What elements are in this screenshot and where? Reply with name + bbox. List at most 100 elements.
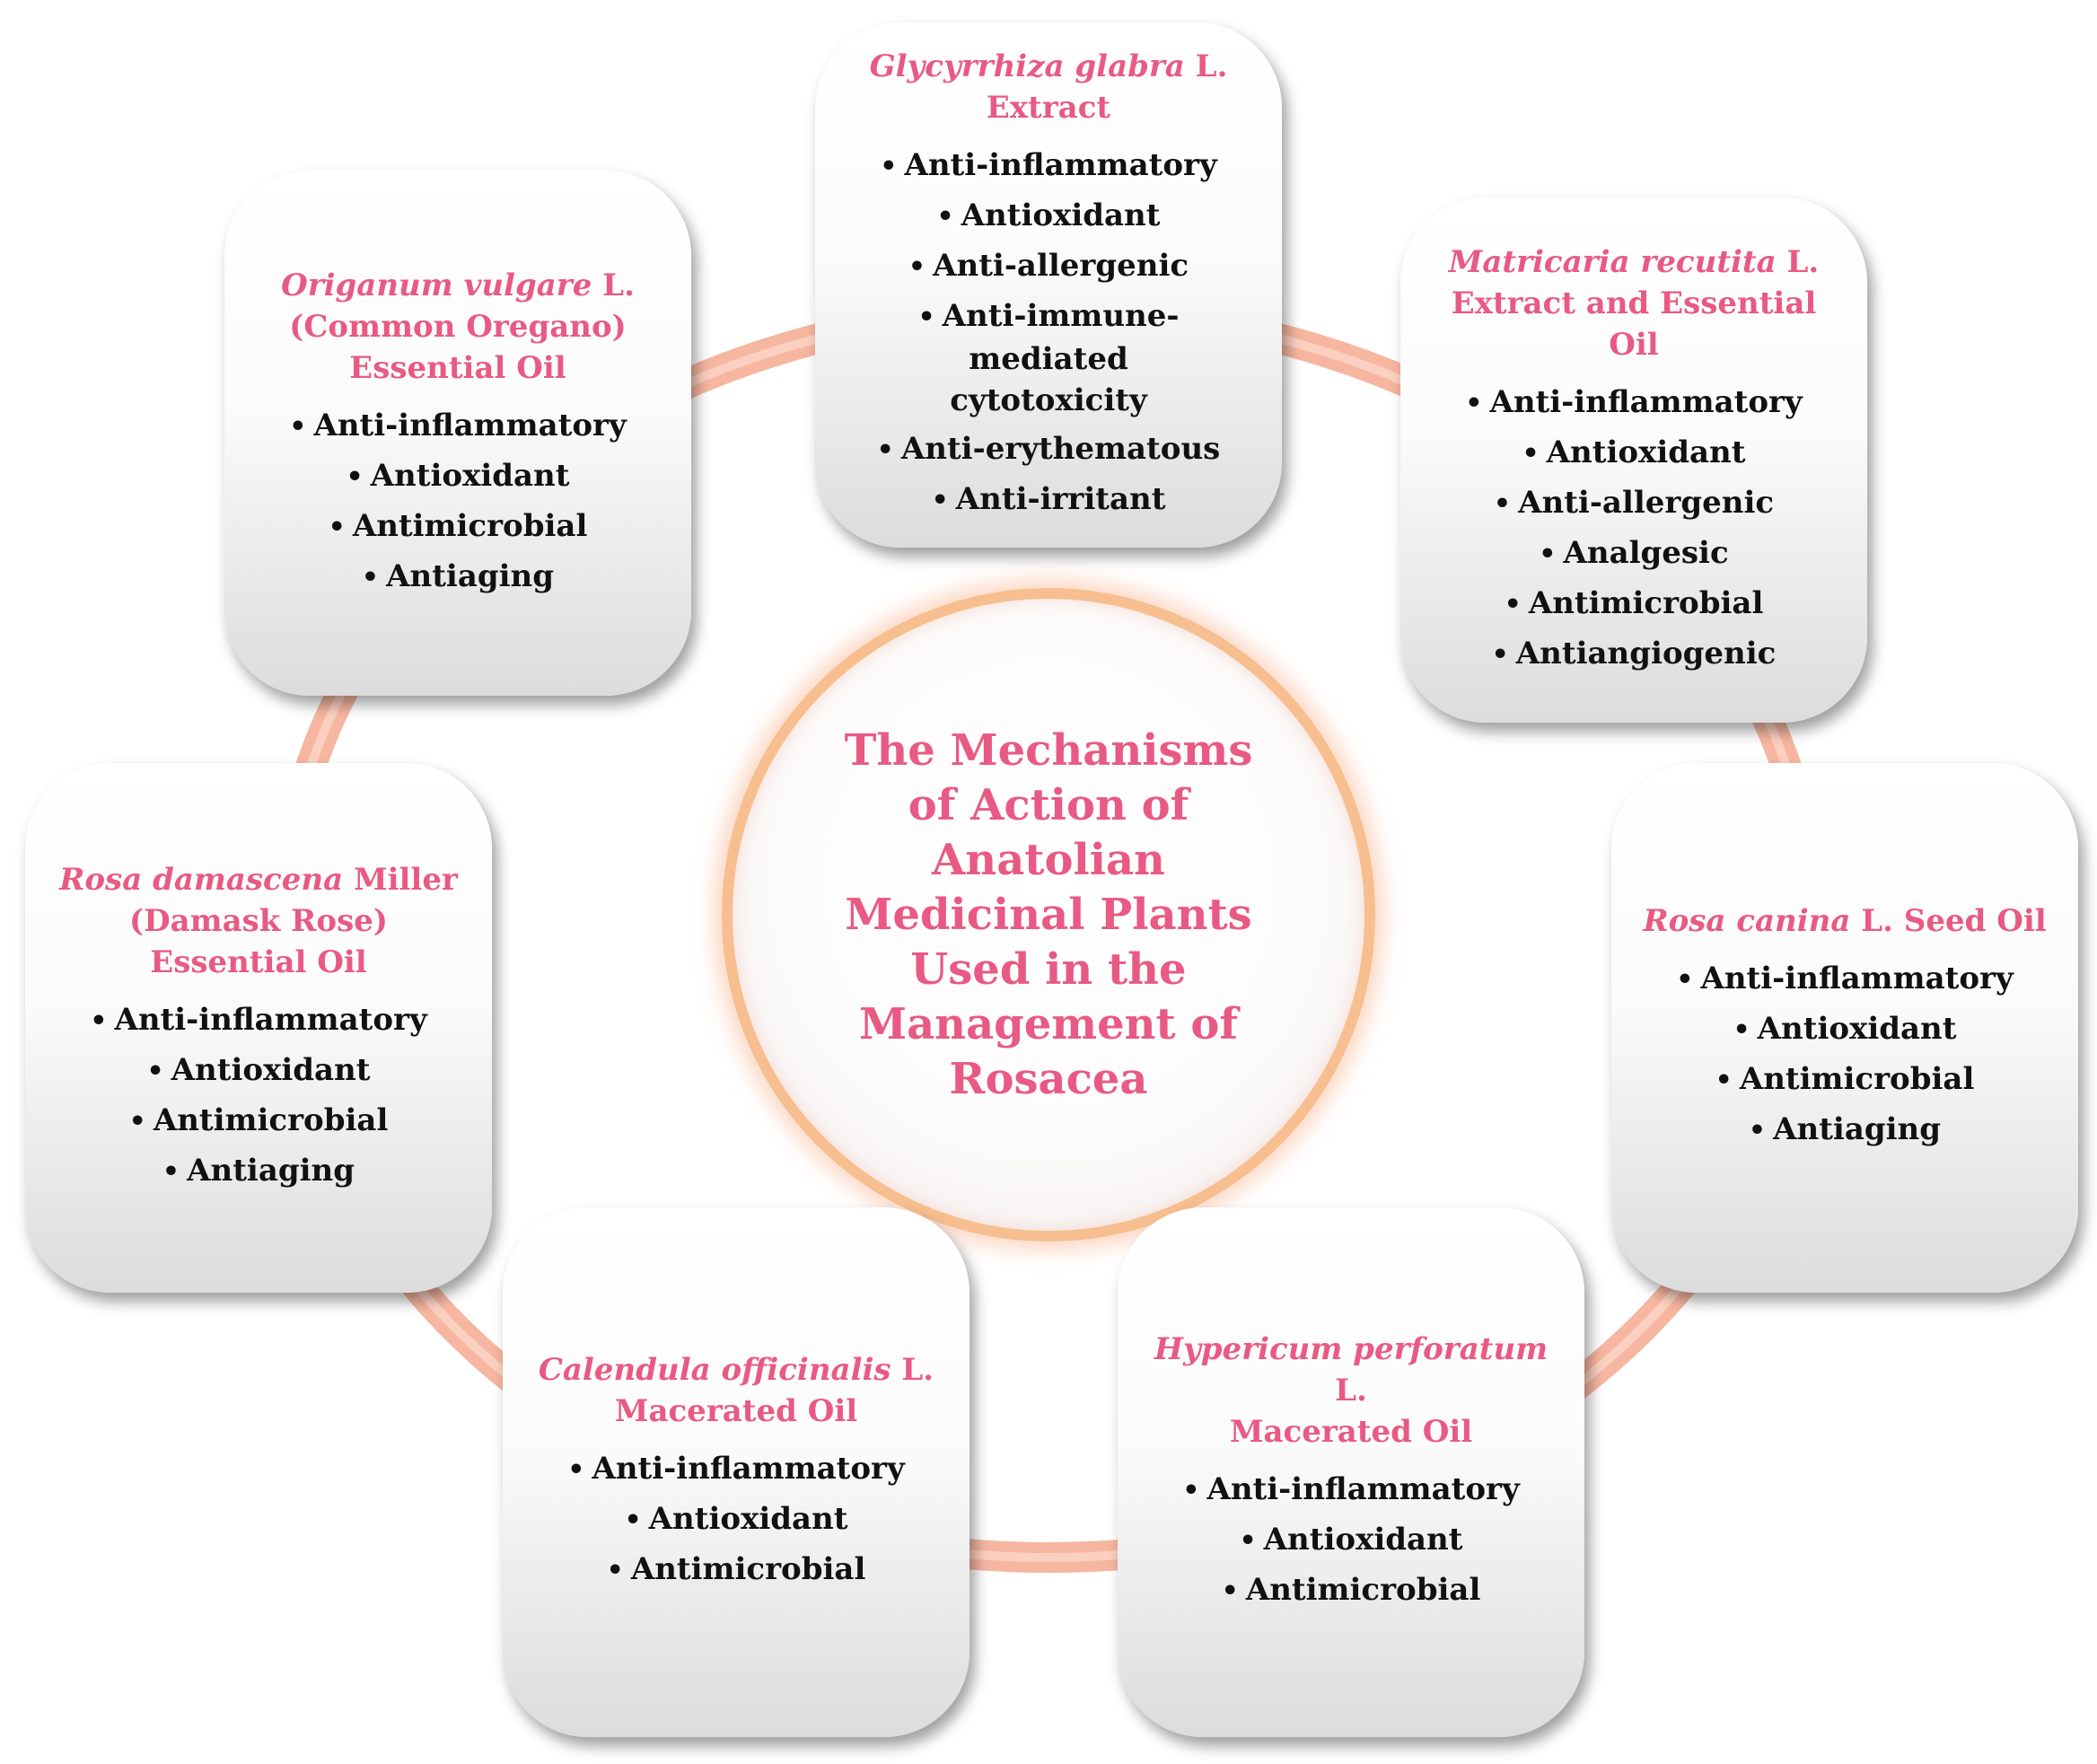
bullet-icon: • — [1465, 387, 1483, 419]
preparation: Extract — [986, 89, 1111, 126]
card-title: Calendula officinalis L. Macerated Oil — [539, 1349, 934, 1432]
bullet-icon: • — [289, 410, 307, 443]
bullet-icon: • — [146, 1056, 164, 1087]
latin-name: Matricaria recutita — [1448, 243, 1777, 280]
center-circle: The Mechanisms of Action of Anatolian Me… — [722, 588, 1375, 1242]
list-item: •Anti-inflammatory — [289, 407, 627, 443]
list-item: •Antimicrobial — [328, 507, 588, 544]
bullet-icon: • — [1733, 1014, 1750, 1046]
card-title: Rosa canina L. Seed Oil — [1643, 900, 2046, 942]
bullet-icon: • — [128, 1106, 146, 1137]
bullet-icon: • — [1748, 1115, 1767, 1146]
list-item: •Analgesic — [1539, 534, 1729, 571]
latin-name: Origanum vulgare — [281, 267, 592, 303]
list-item: •Anti-inflammatory — [90, 1002, 427, 1038]
bullet-icon: • — [880, 150, 898, 182]
card-origanum-vulgare: Origanum vulgare L. (Common Oregano) Ess… — [224, 171, 691, 696]
latin-name: Hypericum perforatum — [1154, 1331, 1549, 1367]
list-item: •Anti-erythematous — [876, 430, 1221, 467]
bullet-icon: • — [1239, 1525, 1257, 1557]
action-list: •Anti-inflammatory •Antioxidant •Antimic… — [90, 996, 426, 1197]
list-item: •Anti-inflammatory — [1465, 383, 1803, 420]
latin-name: Glycyrrhiza glabra — [869, 48, 1185, 84]
bullet-icon: • — [1676, 964, 1694, 996]
bullet-icon: • — [361, 561, 380, 593]
action-list: •Anti-inflammatory •Antioxidant •Antimic… — [1676, 954, 2013, 1155]
list-item: •Anti-immune-mediated cytotoxicity — [917, 297, 1180, 418]
list-item: •Anti-inflammatory — [880, 146, 1217, 183]
list-item: •Antioxidant — [1239, 1522, 1463, 1558]
list-item: •Antimicrobial — [606, 1551, 866, 1587]
name-suffix: L. — [592, 267, 635, 303]
name-suffix: L. Seed Oil — [1850, 903, 2047, 939]
list-item: •Antiaging — [1748, 1111, 1942, 1147]
list-item: •Antiaging — [361, 557, 555, 594]
bullet-icon: • — [1522, 437, 1540, 470]
bullet-icon: • — [567, 1454, 585, 1486]
bullet-icon: • — [90, 1005, 108, 1037]
preparation: Macerated Oil — [614, 1393, 858, 1429]
card-rosa-damascena: Rosa damascena Miller (Damask Rose) Esse… — [25, 763, 492, 1293]
list-item: •Anti-inflammatory — [1182, 1471, 1520, 1507]
card-title: Hypericum perforatum L. Macerated Oil — [1141, 1329, 1561, 1452]
list-item: •Antimicrobial — [1221, 1572, 1481, 1608]
list-item: •Anti-inflammatory — [1676, 961, 2014, 996]
action-list: •Anti-inflammatory •Antioxidant •Antimic… — [289, 401, 626, 602]
card-title: Rosa damascena Miller (Damask Rose) Esse… — [48, 859, 469, 983]
latin-name: Rosa canina — [1643, 903, 1851, 939]
preparation: (Common Oregano) Essential Oil — [289, 308, 627, 386]
list-item: •Anti-allergenic — [1493, 484, 1775, 521]
name-suffix: L. — [1776, 243, 1820, 280]
list-item: •Antioxidant — [146, 1052, 371, 1088]
bullet-icon: • — [917, 301, 935, 333]
bullet-icon: • — [346, 461, 364, 493]
list-item: •Anti-irritant — [931, 480, 1166, 517]
list-item: •Antioxidant — [1522, 434, 1746, 470]
card-calendula-officinalis: Calendula officinalis L. Macerated Oil •… — [503, 1207, 970, 1737]
list-item: •Antiaging — [162, 1153, 355, 1189]
bullet-icon: • — [876, 434, 894, 466]
list-item: •Antimicrobial — [128, 1102, 389, 1138]
name-suffix: L. — [1335, 1373, 1367, 1409]
center-title: The Mechanisms of Action of Anatolian Me… — [844, 724, 1253, 1104]
bullet-icon: • — [1493, 487, 1512, 520]
preparation: Extract and Essential Oil — [1451, 285, 1817, 363]
name-suffix: Miller (Damask Rose) Essential Oil — [129, 862, 458, 980]
card-hypericum-perforatum: Hypericum perforatum L. Macerated Oil •A… — [1118, 1207, 1584, 1737]
action-list: •Anti-inflammatory •Antioxidant •Anti-al… — [1465, 378, 1802, 680]
card-matricaria-recutita: Matricaria recutita L. Extract and Essen… — [1400, 197, 1867, 723]
name-suffix: L. — [1184, 48, 1228, 84]
bullet-icon: • — [1491, 638, 1509, 671]
card-title: Glycyrrhiza glabra L. Extract — [870, 46, 1228, 128]
card-glycyrrhiza-glabra: Glycyrrhiza glabra L. Extract •Anti-infl… — [815, 22, 1282, 548]
bullet-icon: • — [1182, 1475, 1200, 1506]
list-item: •Antimicrobial — [1504, 584, 1764, 621]
list-item: •Antioxidant — [1733, 1011, 1957, 1047]
latin-name: Calendula officinalis — [538, 1352, 891, 1388]
bullet-icon: • — [931, 484, 949, 516]
card-title: Matricaria recutita L. Extract and Essen… — [1424, 241, 1844, 365]
latin-name: Rosa damascena — [59, 862, 344, 898]
card-title: Origanum vulgare L. (Common Oregano) Ess… — [265, 265, 651, 389]
bullet-icon: • — [162, 1156, 180, 1188]
bullet-icon: • — [908, 250, 926, 283]
list-item: •Anti-inflammatory — [567, 1451, 905, 1487]
card-rosa-canina: Rosa canina L. Seed Oil •Anti-inflammato… — [1611, 763, 2078, 1293]
list-item: •Antioxidant — [936, 197, 1161, 233]
bullet-icon: • — [1221, 1575, 1239, 1607]
list-item: •Antioxidant — [346, 457, 570, 494]
bullet-icon: • — [624, 1505, 642, 1536]
list-item: •Antiangiogenic — [1491, 635, 1777, 671]
list-item: •Anti-allergenic — [908, 247, 1189, 284]
name-suffix: L. — [891, 1352, 934, 1388]
bullet-icon: • — [606, 1555, 624, 1586]
action-list: •Anti-inflammatory •Antioxidant •Antimic… — [1182, 1465, 1519, 1616]
list-item: •Antimicrobial — [1715, 1061, 1975, 1097]
action-list: •Anti-inflammatory •Antioxidant •Antimic… — [567, 1444, 904, 1595]
action-list: •Anti-inflammatory •Antioxidant •Anti-al… — [869, 141, 1228, 525]
preparation: Macerated Oil — [1229, 1414, 1473, 1450]
bullet-icon: • — [328, 511, 346, 543]
bullet-icon: • — [1539, 538, 1557, 570]
list-item: •Antioxidant — [624, 1501, 848, 1537]
bullet-icon: • — [936, 200, 954, 233]
